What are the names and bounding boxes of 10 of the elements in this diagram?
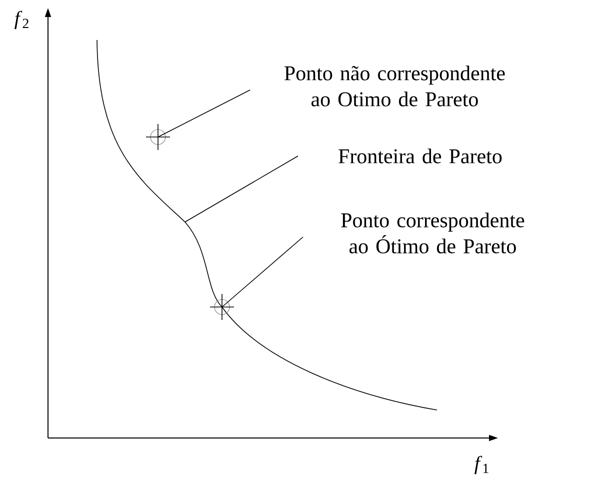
callout-text: Ponto não correspondente ao Otimo de Pareto (284, 66, 505, 106)
leader-line (184, 156, 298, 222)
axis-label: f$_{1}$ (474, 456, 488, 474)
leader-line (222, 236, 304, 308)
axis-label: f$_{2}$ (14, 10, 28, 30)
point-marker (210, 294, 234, 320)
callout-text: Ponto correspondente ao Ótimo de Pareto (341, 212, 524, 254)
callout-text: Fronteira de Pareto (338, 148, 502, 164)
point-marker (146, 124, 170, 150)
leader-line (158, 90, 250, 138)
